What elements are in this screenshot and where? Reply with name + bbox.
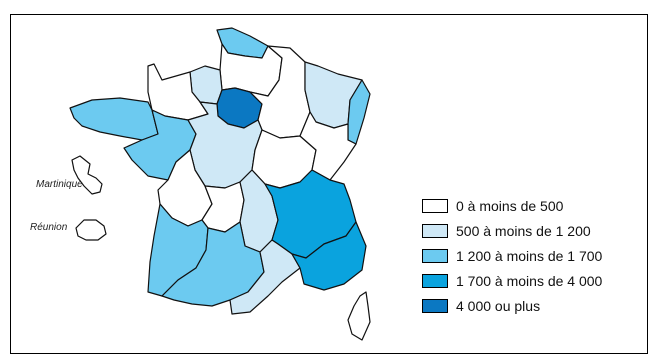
region-corse[interactable]: Corse	[347, 291, 371, 341]
region-martinique[interactable]: Martinique	[71, 155, 103, 195]
martinique-label: Martinique	[36, 179, 83, 190]
map-legend: 0 à moins de 500 500 à moins de 1 200 1 …	[422, 196, 602, 321]
map-frame	[10, 14, 648, 354]
legend-swatch	[422, 274, 448, 288]
region-midi-pyrenees[interactable]: Midi-Pyrénées	[161, 221, 265, 307]
reunion-label: Réunion	[30, 222, 68, 233]
legend-item: 0 à moins de 500	[422, 196, 602, 216]
legend-swatch	[422, 299, 448, 313]
legend-label: 0 à moins de 500	[456, 198, 564, 214]
legend-label: 500 à moins de 1 200	[456, 223, 591, 239]
legend-label: 1 200 à moins de 1 700	[456, 248, 603, 264]
region-franche-comte[interactable]: Franche-Comté	[299, 111, 357, 181]
legend-swatch	[422, 224, 448, 238]
legend-item: 4 000 ou plus	[422, 296, 602, 316]
legend-label: 1 700 à moins de 4 000	[456, 273, 603, 289]
legend-label: 4 000 ou plus	[456, 298, 541, 314]
legend-swatch	[422, 249, 448, 263]
region-reunion[interactable]: Réunion	[75, 219, 107, 241]
legend-item: 1 200 à moins de 1 700	[422, 246, 602, 266]
legend-item: 1 700 à moins de 4 000	[422, 271, 602, 291]
legend-item: 500 à moins de 1 200	[422, 221, 602, 241]
region-provence-alpes-cote-dazur[interactable]: Provence-Alpes-Côte d'Azur	[291, 221, 367, 291]
legend-swatch	[422, 199, 448, 213]
region-bretagne[interactable]: Bretagne	[69, 97, 159, 141]
region-languedoc-roussillon[interactable]: Languedoc-Roussillon	[229, 239, 301, 315]
